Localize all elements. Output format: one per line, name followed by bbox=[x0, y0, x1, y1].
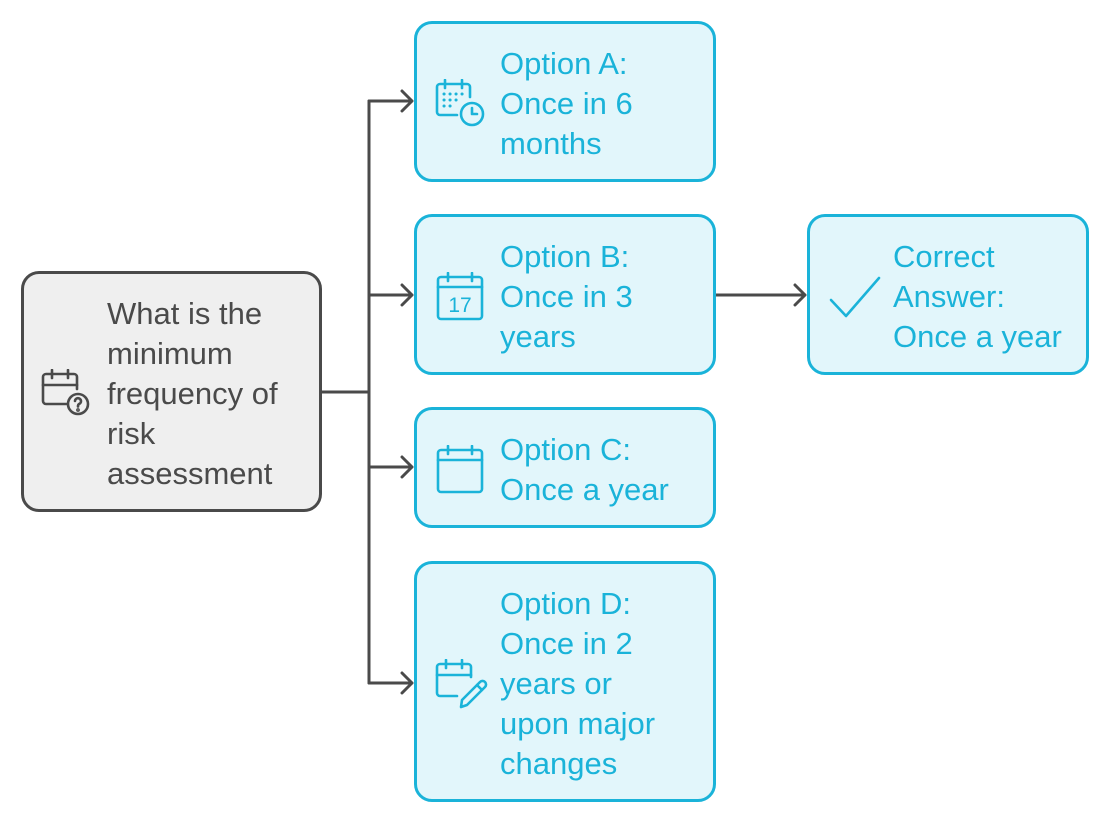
option-b-node: 17 Option B: Once in 3 years bbox=[414, 214, 716, 375]
connector-trunk bbox=[320, 99, 371, 685]
option-d-node: Option D: Once in 2 years or upon major … bbox=[414, 561, 716, 802]
option-b-text: Option B: Once in 3 years bbox=[500, 239, 633, 354]
calendar-question-icon bbox=[41, 369, 93, 417]
connector-to-answer bbox=[713, 283, 807, 307]
calendar-clock-icon bbox=[435, 79, 489, 129]
connector-to-option-d bbox=[367, 671, 414, 695]
calendar-day-number: 17 bbox=[448, 294, 471, 317]
calendar-17-icon: 17 bbox=[435, 272, 487, 322]
question-node: What is the minimum frequency of risk as… bbox=[21, 271, 322, 512]
option-c-text: Option C: Once a year bbox=[500, 432, 669, 507]
option-a-text: Option A: Once in 6 months bbox=[500, 46, 633, 161]
question-text: What is the minimum frequency of risk as… bbox=[107, 296, 278, 491]
checkmark-icon bbox=[828, 274, 882, 320]
calendar-edit-icon bbox=[435, 659, 491, 711]
connector-to-option-c bbox=[367, 455, 414, 479]
calendar-icon bbox=[435, 445, 487, 495]
connector-to-option-a bbox=[367, 89, 414, 113]
option-a-node: Option A: Once in 6 months bbox=[414, 21, 716, 182]
connector-to-option-b bbox=[367, 283, 414, 307]
option-c-node: Option C: Once a year bbox=[414, 407, 716, 528]
option-d-text: Option D: Once in 2 years or upon major … bbox=[500, 586, 656, 781]
correct-answer-text: Correct Answer: Once a year bbox=[893, 239, 1062, 354]
correct-answer-node: Correct Answer: Once a year bbox=[807, 214, 1089, 375]
